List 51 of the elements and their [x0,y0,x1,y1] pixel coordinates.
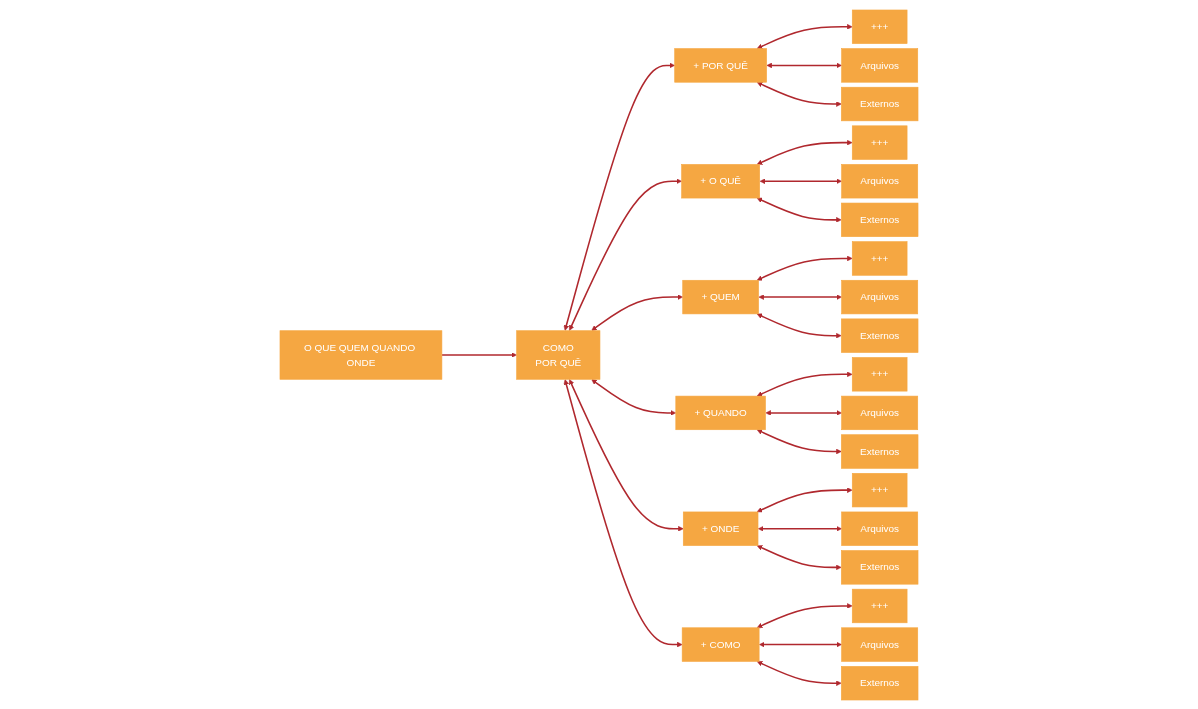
node-box: Externos [841,202,919,237]
node-box: +++ [851,125,908,160]
node-box: Arquivos [841,511,919,546]
node-box: + O QUÊ [681,163,760,198]
node-box: Arquivos [841,47,919,83]
arrow [758,525,842,531]
arrow [756,371,853,396]
arrow [759,641,842,647]
node-box: + QUEM [682,279,759,314]
node-box: Arquivos [841,163,919,198]
arrow [756,486,853,512]
node-box: + QUANDO [675,395,766,430]
node-box: +++ [851,240,908,276]
node-box: Externos [841,86,919,121]
arrow [766,62,842,68]
node-box: +++ [851,9,908,44]
node-box: Externos [841,549,919,584]
arrow [756,139,853,165]
node-box: + POR QUÊ [674,47,767,83]
node-box: +++ [851,356,908,391]
arrow [756,660,842,686]
node-box: Arquivos [841,395,919,430]
node-box: Externos [841,318,919,353]
node-box: +++ [851,588,908,623]
arrow [758,293,842,300]
arrow [591,378,677,416]
arrow [563,378,683,647]
arrow [756,197,842,223]
arrow [756,23,853,49]
arrow [759,178,842,184]
arrow [756,81,842,107]
node-box: COMO POR QUÊ [516,329,601,380]
node-box: Externos [841,433,919,469]
node-box: Arquivos [841,626,919,662]
arrow [563,62,675,331]
arrow [569,378,684,531]
node-box: Arquivos [841,279,919,314]
node-box: O QUE QUEM QUANDO ONDE [279,329,443,380]
arrow [756,313,842,338]
arrow [756,255,853,281]
arrow [756,602,853,628]
arrow [569,178,682,331]
arrow [756,544,842,570]
node-box: + ONDE [682,511,759,546]
arrow [441,351,517,358]
node-box: + COMO [681,626,760,662]
node-box: Externos [841,665,919,700]
arrow [591,293,683,331]
node-box: +++ [851,472,908,507]
arrow [765,409,842,416]
arrow [756,428,842,454]
